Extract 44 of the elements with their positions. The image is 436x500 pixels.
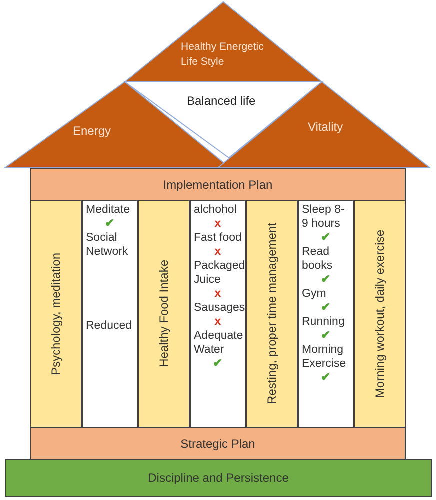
cross-mark: x [214, 217, 222, 231]
check-mark: ✔ [212, 357, 224, 371]
node-label: Resting, proper time management [265, 223, 279, 405]
node-label: Strategic Plan [180, 436, 256, 450]
cross-mark: x [214, 245, 222, 259]
foundation-bar [5, 459, 432, 497]
pillar [298, 200, 354, 428]
check-mark: ✔ [320, 273, 332, 287]
check-mark: ✔ [320, 329, 332, 343]
list-item: Gym [302, 287, 328, 301]
pillar [246, 200, 298, 428]
pillar [30, 200, 82, 428]
check-mark: ✔ [104, 217, 116, 231]
node-label: Implementation Plan [163, 178, 273, 192]
list-item: Meditate [86, 203, 132, 217]
list-item: Reduced [86, 319, 134, 333]
node-label: Psychology, meditation [49, 252, 63, 376]
list-item: Fast food [194, 231, 242, 245]
cross-mark: x [214, 287, 222, 301]
list-item: Adequate Water [194, 329, 242, 357]
node-label: Balanced life [187, 94, 256, 109]
node-label: Energy [73, 124, 112, 139]
list-item: alchohol [194, 203, 238, 217]
node-label: Healthy Energetic Life Style [181, 40, 265, 70]
check-mark: ✔ [320, 231, 332, 245]
list-item: Running [302, 315, 346, 329]
pillar [138, 200, 190, 428]
cross-mark: x [214, 315, 222, 329]
check-mark: ✔ [320, 371, 332, 385]
pillar [190, 200, 246, 428]
pillar [354, 200, 406, 428]
pillar [82, 200, 138, 428]
plan-bar [30, 168, 406, 201]
node-label: Healthy Food Intake [157, 260, 171, 368]
check-mark: ✔ [320, 301, 332, 315]
list-item: Packaged Juice [194, 259, 242, 287]
node-label: Vitality [308, 120, 344, 135]
list-item: Read books [302, 245, 334, 273]
list-item: Social Network [86, 231, 130, 259]
list-item: Morning Exercise [302, 343, 348, 371]
node-label: Morning workout, daily exercise [373, 230, 387, 398]
plan-bar [30, 427, 406, 460]
list-item: Sleep 8-9 hours [302, 203, 346, 231]
node-label: Discipline and Persistence [148, 471, 289, 485]
